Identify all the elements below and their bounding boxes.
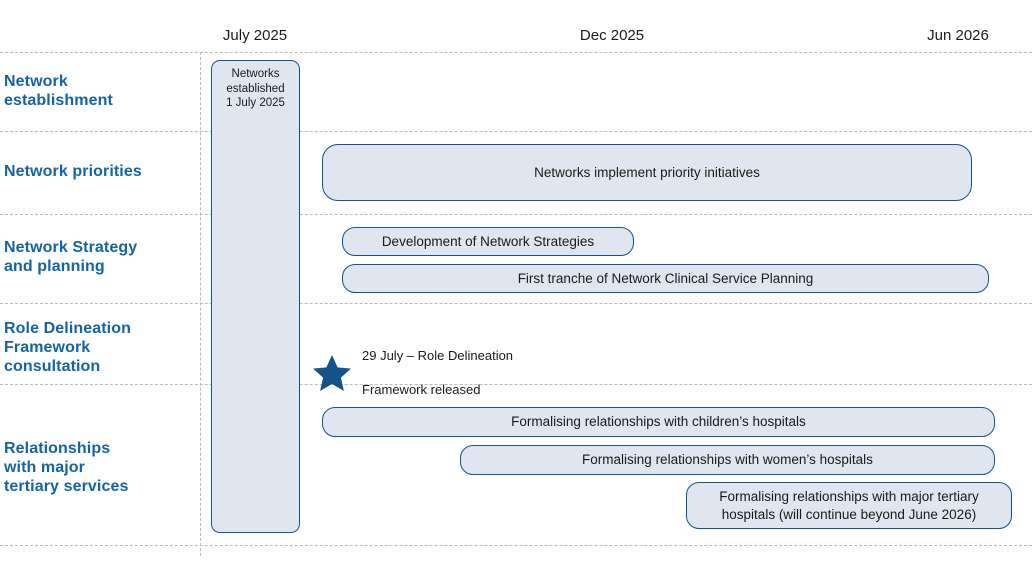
- bar-line: hospitals (will continue beyond June 202…: [721, 506, 977, 522]
- bar-networks-implement-priority-initiatives[interactable]: Networks implement priority initiatives: [322, 144, 972, 201]
- row-label-line: Network Strategy: [4, 239, 138, 256]
- row-label-role-delineation-framework-consultation: Role Delineation Framework consultation: [4, 320, 194, 377]
- row-label-network-priorities: Network priorities: [4, 163, 194, 182]
- bar-formalising-relationships-womens-hospitals[interactable]: Formalising relationships with women’s h…: [460, 445, 995, 475]
- bar-formalising-relationships-childrens-hospitals[interactable]: Formalising relationships with children’…: [322, 407, 995, 437]
- vertical-guide-july-2025: [200, 52, 201, 556]
- star-icon: [312, 354, 352, 392]
- axis-label-jun-2026: Jun 2026: [927, 27, 989, 44]
- row-separator-4: [0, 384, 1032, 385]
- row-label-line: establishment: [4, 91, 113, 109]
- july-column-line: established: [226, 82, 285, 95]
- row-separator-1: [0, 131, 1032, 132]
- row-label-line: Framework: [4, 338, 91, 356]
- bar-formalising-relationships-major-tertiary-hospitals[interactable]: Formalising relationships with major ter…: [686, 482, 1012, 529]
- milestone-role-delineation-framework[interactable]: 29 July – Role Delineation Framework rel…: [312, 331, 513, 415]
- row-separator-3: [0, 303, 1032, 304]
- july-2025-highlight-column[interactable]: Networks established 1 July 2025: [211, 60, 300, 533]
- milestone-line: 29 July – Role Delineation: [362, 347, 514, 363]
- july-column-text: Networks established 1 July 2025: [212, 67, 299, 111]
- milestone-line: Framework released: [362, 381, 481, 397]
- july-column-line: 1 July 2025: [226, 97, 285, 110]
- row-label-line: and planning: [4, 257, 105, 275]
- bar-line: Formalising relationships with major ter…: [719, 488, 979, 504]
- row-label-line: Network: [4, 73, 68, 90]
- row-separator-2: [0, 214, 1032, 215]
- row-separator-top: [0, 52, 1032, 53]
- row-label-line: Role Delineation: [4, 320, 131, 337]
- axis-label-dec-2025: Dec 2025: [579, 27, 645, 44]
- row-label-line: tertiary services: [4, 477, 129, 495]
- bar-first-tranche-network-clinical-service-planning[interactable]: First tranche of Network Clinical Servic…: [342, 264, 989, 293]
- row-label-line: with major: [4, 458, 86, 476]
- row-label-network-strategy-and-planning: Network Strategy and planning: [4, 239, 194, 277]
- july-column-line: Networks: [231, 68, 280, 80]
- bar-development-of-network-strategies[interactable]: Development of Network Strategies: [342, 227, 634, 256]
- row-label-line: Network priorities: [4, 163, 142, 180]
- row-label-line: Relationships: [4, 440, 111, 457]
- row-label-relationships-with-major-tertiary-services: Relationships with major tertiary servic…: [4, 440, 194, 497]
- row-separator-bottom: [0, 545, 1032, 546]
- row-label-network-establishment: Network establishment: [4, 73, 194, 111]
- milestone-label: 29 July – Role Delineation Framework rel…: [362, 331, 513, 415]
- row-label-line: consultation: [4, 357, 101, 375]
- axis-label-july-2025: July 2025: [222, 27, 288, 44]
